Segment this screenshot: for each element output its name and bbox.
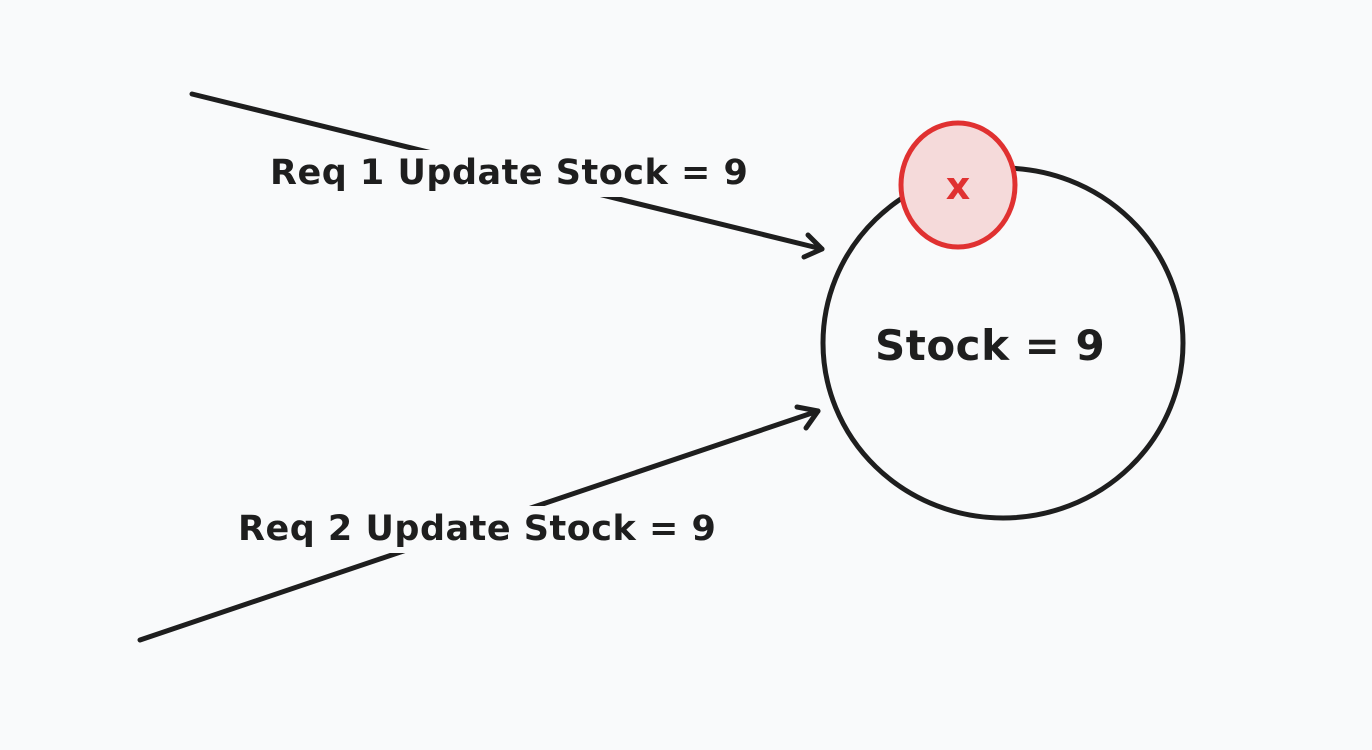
stock-node-label: Stock = 9: [875, 321, 1106, 370]
edge-label-req1: Req 1 Update Stock = 9: [264, 150, 755, 197]
error-badge: [898, 120, 1018, 250]
x-icon: x: [945, 164, 971, 208]
edge-req1-arrowhead: [801, 232, 825, 260]
edge-label-req2: Req 2 Update Stock = 9: [232, 506, 723, 553]
edge-req2-arrowhead: [794, 404, 821, 431]
